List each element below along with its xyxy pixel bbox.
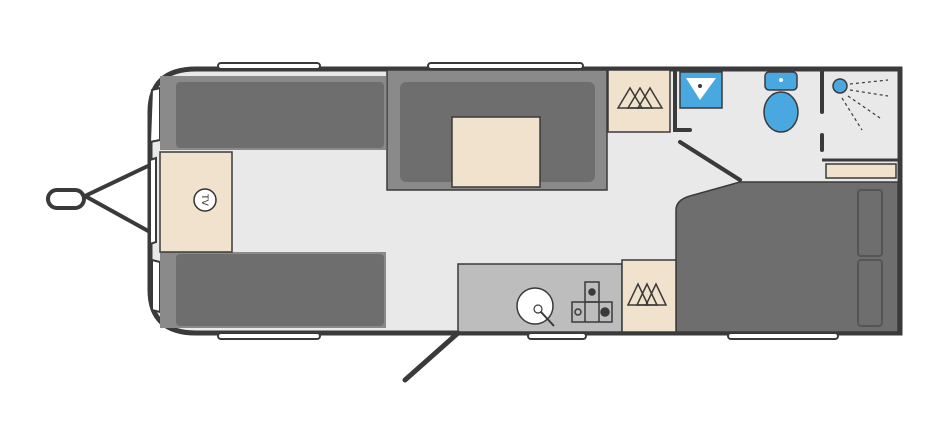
tv-label: TV bbox=[199, 193, 209, 206]
wardrobe-icon bbox=[621, 259, 677, 333]
wardrobe-icon bbox=[607, 69, 671, 133]
sink-icon bbox=[679, 71, 723, 109]
dinette bbox=[386, 69, 608, 191]
washroom-walls bbox=[673, 68, 824, 182]
front-sofa-bottom bbox=[160, 252, 386, 328]
toilet-icon bbox=[763, 71, 799, 133]
side-windows bbox=[217, 62, 839, 340]
tv-icon: TV bbox=[193, 188, 217, 212]
rear-bed bbox=[675, 181, 899, 333]
bed-shelf bbox=[825, 163, 897, 179]
shower-icon bbox=[832, 78, 889, 131]
front-sofa-top bbox=[160, 76, 386, 150]
sink-icon bbox=[516, 287, 555, 327]
hitch-icon bbox=[46, 163, 152, 234]
kitchen bbox=[457, 263, 623, 333]
dinette-table bbox=[451, 116, 541, 188]
hob-icon bbox=[571, 281, 613, 323]
door-icon bbox=[402, 330, 461, 383]
